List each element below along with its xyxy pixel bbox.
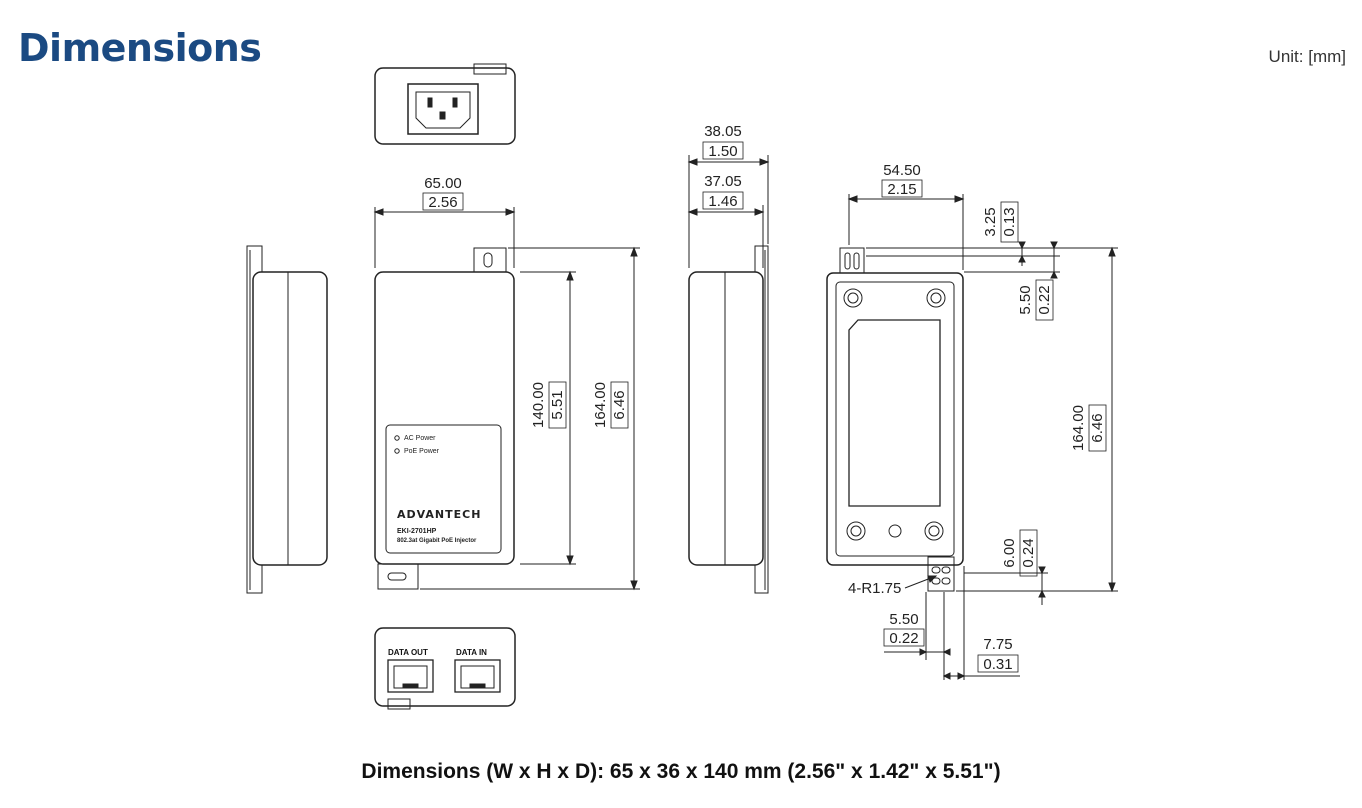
dimensions-caption: Dimensions (W x H x D): 65 x 36 x 140 mm…	[361, 760, 1001, 783]
front-width-in: 2.56	[428, 194, 457, 211]
right-side-view	[688, 245, 769, 594]
back-width-mm: 54.50	[883, 162, 921, 179]
brand-logo: ADVANTECH	[397, 508, 481, 521]
back-tab-mm: 3.25	[982, 207, 999, 236]
side-outer-in: 1.50	[708, 143, 737, 160]
side-inner-in: 1.46	[708, 193, 737, 210]
back-bottom-mm: 6.00	[1001, 538, 1018, 567]
page-title: Dimensions	[18, 26, 262, 70]
front-body-height-in: 5.51	[549, 390, 566, 419]
hole-offset-mm: 7.75	[983, 636, 1012, 653]
side-inner-mm: 37.05	[704, 173, 742, 190]
hole-spacing-in: 0.22	[889, 630, 918, 647]
data-in-label: DATA IN	[456, 648, 487, 657]
back-width-in: 2.15	[887, 181, 916, 198]
back-bottom-dim: 6.00 0.24	[964, 529, 1048, 605]
back-total-height-in: 6.46	[1089, 413, 1106, 442]
front-width-dim: 65.00 2.56	[373, 175, 516, 268]
back-bottom-in: 0.24	[1020, 538, 1037, 567]
ac-power-label: AC Power	[404, 435, 436, 442]
radius-callout: 4-R1.75	[848, 575, 938, 597]
radius-label: 4-R1.75	[848, 580, 901, 597]
back-top-mm: 5.50	[1017, 285, 1034, 314]
back-total-height-mm: 164.00	[1070, 405, 1087, 451]
poe-power-label: PoE Power	[404, 448, 440, 455]
hole-spacing-mm: 5.50	[889, 611, 918, 628]
back-width-dim: 54.50 2.15	[847, 162, 965, 270]
front-body-height-dim: 140.00 5.51	[520, 270, 576, 566]
model-label: EKI-2701HP	[397, 528, 437, 535]
front-view: AC Power PoE Power ADVANTECH EKI-2701HP …	[374, 247, 515, 590]
front-total-height-dim: 164.00 6.46	[420, 246, 640, 591]
hole-offset-in: 0.31	[983, 656, 1012, 673]
bottom-view: DATA OUT DATA IN	[374, 627, 516, 710]
back-total-height-dim: 164.00 6.46	[956, 246, 1118, 593]
back-tab-in: 0.13	[1001, 207, 1018, 236]
left-side-view	[246, 245, 328, 594]
side-outer-mm: 38.05	[704, 123, 742, 140]
front-body-height-mm: 140.00	[530, 382, 547, 428]
front-total-height-in: 6.46	[611, 390, 628, 419]
front-width-mm: 65.00	[424, 175, 462, 192]
front-total-height-mm: 164.00	[592, 382, 609, 428]
data-out-label: DATA OUT	[388, 648, 428, 657]
back-top-dims: 3.25 0.13 5.50 0.22	[866, 201, 1118, 321]
back-hole-dims: 5.50 0.22 7.75 0.31	[883, 566, 1020, 680]
unit-label: Unit: [mm]	[1268, 47, 1346, 66]
top-view	[374, 63, 516, 145]
back-view	[826, 247, 964, 592]
side-inner-depth-dim: 37.05 1.46	[687, 173, 765, 268]
back-top-in: 0.22	[1036, 285, 1053, 314]
product-desc: 802.3at Gigabit PoE Injector	[397, 538, 477, 544]
